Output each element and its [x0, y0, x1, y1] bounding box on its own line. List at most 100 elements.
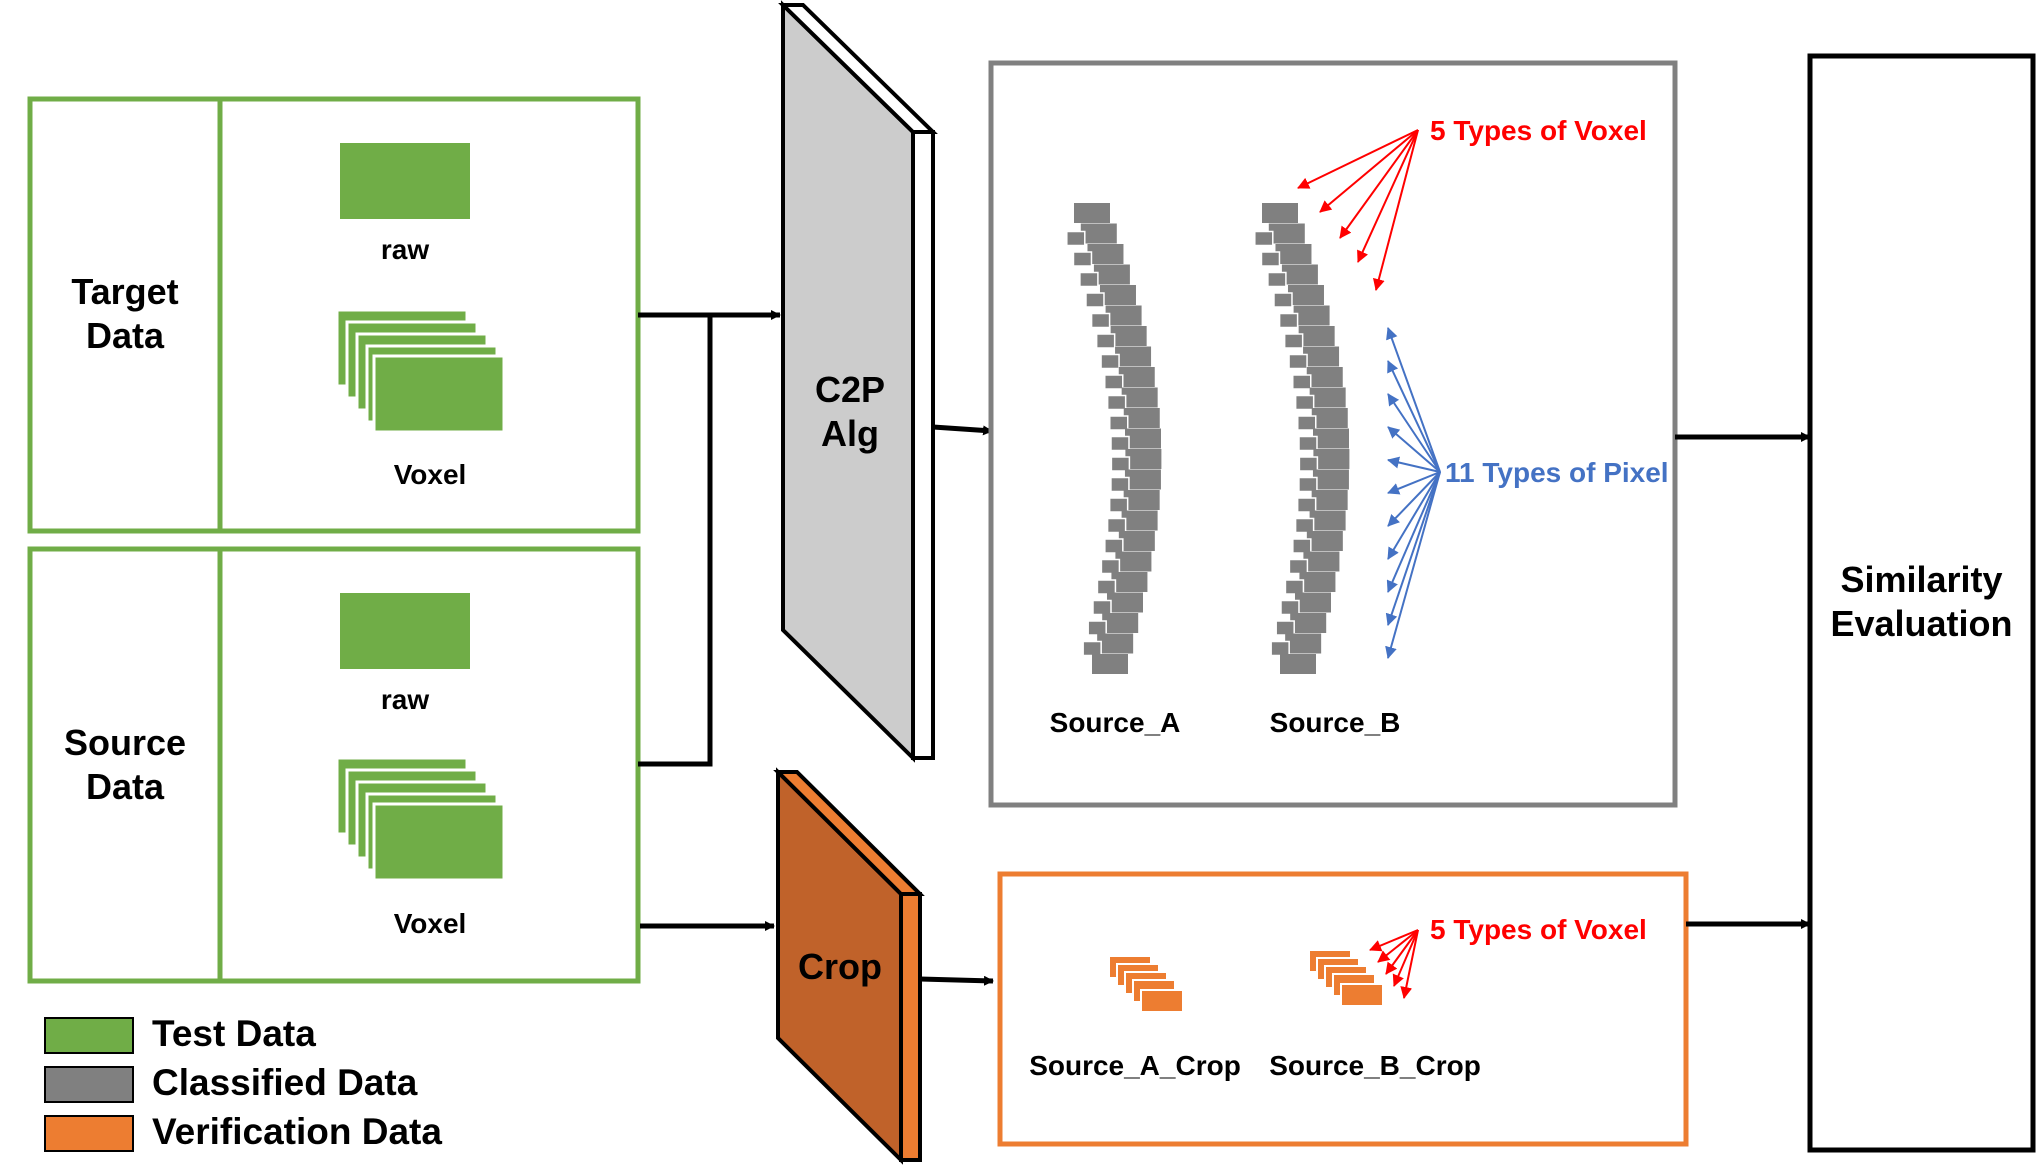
source-b-sub-slice — [1284, 579, 1305, 595]
source-a-sub-slice — [1079, 271, 1099, 288]
source-a-label: Source_A — [1049, 707, 1181, 738]
pixel-type-arrow — [1386, 327, 1441, 473]
source-b-slice — [1285, 633, 1322, 654]
source-a-slice — [1125, 428, 1161, 449]
source-a-sub-slice — [1108, 497, 1129, 513]
source-a-sub-slice — [1110, 476, 1130, 493]
source-a-sub-slice — [1090, 312, 1111, 329]
source-a-slice — [1121, 510, 1158, 531]
source-a-sub-slice — [1085, 292, 1105, 308]
source-b-slice — [1275, 244, 1312, 264]
source-b-slice — [1303, 346, 1340, 367]
source-b-sub-slice — [1278, 312, 1299, 329]
source-b-slice — [1299, 572, 1336, 592]
target-data-title-line1: Target — [71, 271, 179, 312]
source-a-sub-slice — [1072, 251, 1093, 267]
source-b-slice — [1294, 592, 1331, 613]
source-b-sub-slice — [1275, 620, 1295, 636]
voxel-type-arrow — [1297, 129, 1419, 189]
crop-slab — [773, 767, 925, 1165]
source-b-slice — [1309, 387, 1346, 408]
crop-voxel-type-arrow — [1369, 929, 1419, 952]
source-a-slice — [1097, 633, 1134, 654]
source-raw-block — [340, 593, 470, 669]
c2p-alg-label: C2P Alg — [790, 368, 910, 456]
source-a-slice — [1115, 551, 1152, 572]
source-raw-label: raw — [380, 684, 430, 715]
source-b-slice — [1303, 551, 1340, 572]
source-b-sub-slice — [1296, 497, 1317, 513]
legend-swatch-verification — [44, 1115, 134, 1152]
source-a-sub-slice — [1109, 415, 1129, 431]
target-data-panel — [27, 96, 641, 534]
evaluation-connectors — [1675, 432, 1811, 929]
source-b-slice — [1268, 223, 1305, 244]
pixel-types-label: 11 Types of Pixel — [1445, 457, 1669, 488]
source-data-title: Source Data — [30, 721, 220, 809]
source-a-slice — [1121, 387, 1158, 408]
source-b-sub-slice — [1270, 640, 1290, 657]
source-a-sub-slice — [1082, 640, 1102, 657]
source-a-sub-slice — [1110, 435, 1130, 452]
pixel-type-arrow — [1387, 426, 1441, 473]
source-b-sub-slice — [1283, 333, 1304, 349]
target-data-title: Target Data — [30, 270, 220, 358]
source-b-sub-slice — [1292, 374, 1312, 390]
source-a-slice — [1074, 203, 1110, 223]
verification-output-panel — [997, 871, 1689, 1147]
crop-voxel-type-arrow — [1392, 929, 1419, 987]
source-b-slice — [1309, 510, 1346, 531]
target-raw-label: raw — [380, 234, 430, 265]
target-voxel-label: Voxel — [393, 459, 467, 490]
source-a-slice — [1102, 613, 1139, 633]
source-b-sub-slice — [1260, 251, 1281, 267]
similarity-evaluation-line1: Similarity — [1840, 559, 2003, 600]
source-b-slice — [1293, 305, 1330, 326]
voxel-type-arrow — [1372, 129, 1419, 291]
pixel-type-arrow — [1387, 471, 1441, 495]
pixel-type-arrow — [1385, 471, 1441, 659]
source-a-slice — [1080, 223, 1117, 244]
crop-voxel-types-label: 5 Types of Voxel — [1430, 914, 1647, 945]
source-b-slice — [1306, 367, 1343, 387]
source-a-sub-slice — [1104, 538, 1124, 554]
source-a-sub-slice — [1087, 620, 1107, 636]
source-a-slice — [1118, 367, 1155, 387]
target-raw-block — [340, 143, 470, 219]
source-b-sub-slice — [1267, 271, 1287, 288]
crop-label: Crop — [798, 946, 882, 987]
source-b-slice — [1313, 428, 1349, 449]
source-a-sub-slice — [1100, 558, 1121, 575]
source-b-sub-slice — [1294, 517, 1315, 534]
source-data-title-line1: Source — [63, 722, 187, 763]
c2p-alg-slab — [778, 0, 938, 763]
source-b-sub-slice — [1298, 476, 1318, 493]
source-a-slice — [1124, 469, 1161, 490]
voxel-type-arrow — [1339, 129, 1419, 239]
legend-swatch-test — [44, 1017, 134, 1054]
source-b-slice — [1312, 469, 1349, 490]
crop-voxel-type-arrow — [1385, 929, 1419, 975]
source-a-slice — [1093, 264, 1130, 285]
legend-test-data: Test Data — [152, 1013, 316, 1054]
source-a-stack — [1066, 203, 1162, 674]
pixel-type-arrow — [1387, 393, 1441, 473]
source-a-sub-slice — [1106, 394, 1127, 411]
source-b-crop-stack — [1308, 949, 1384, 1007]
source-a-sub-slice — [1110, 456, 1131, 472]
voxel-type-arrows — [1297, 129, 1419, 291]
source-a-sub-slice — [1104, 374, 1124, 390]
source-a-crop-label: Source_A_Crop — [1029, 1050, 1241, 1081]
voxel-type-arrow — [1357, 129, 1419, 263]
source-b-slice — [1313, 449, 1350, 469]
source-a-sub-slice — [1096, 579, 1117, 595]
legend-swatch-classified — [44, 1066, 134, 1103]
source-b-slice — [1311, 408, 1348, 428]
source-b-slice — [1280, 654, 1316, 674]
source-voxel-stack — [335, 756, 506, 882]
source-b-slice — [1281, 264, 1318, 285]
pixel-type-arrow — [1387, 471, 1441, 527]
source-voxel-label: Voxel — [393, 908, 467, 939]
